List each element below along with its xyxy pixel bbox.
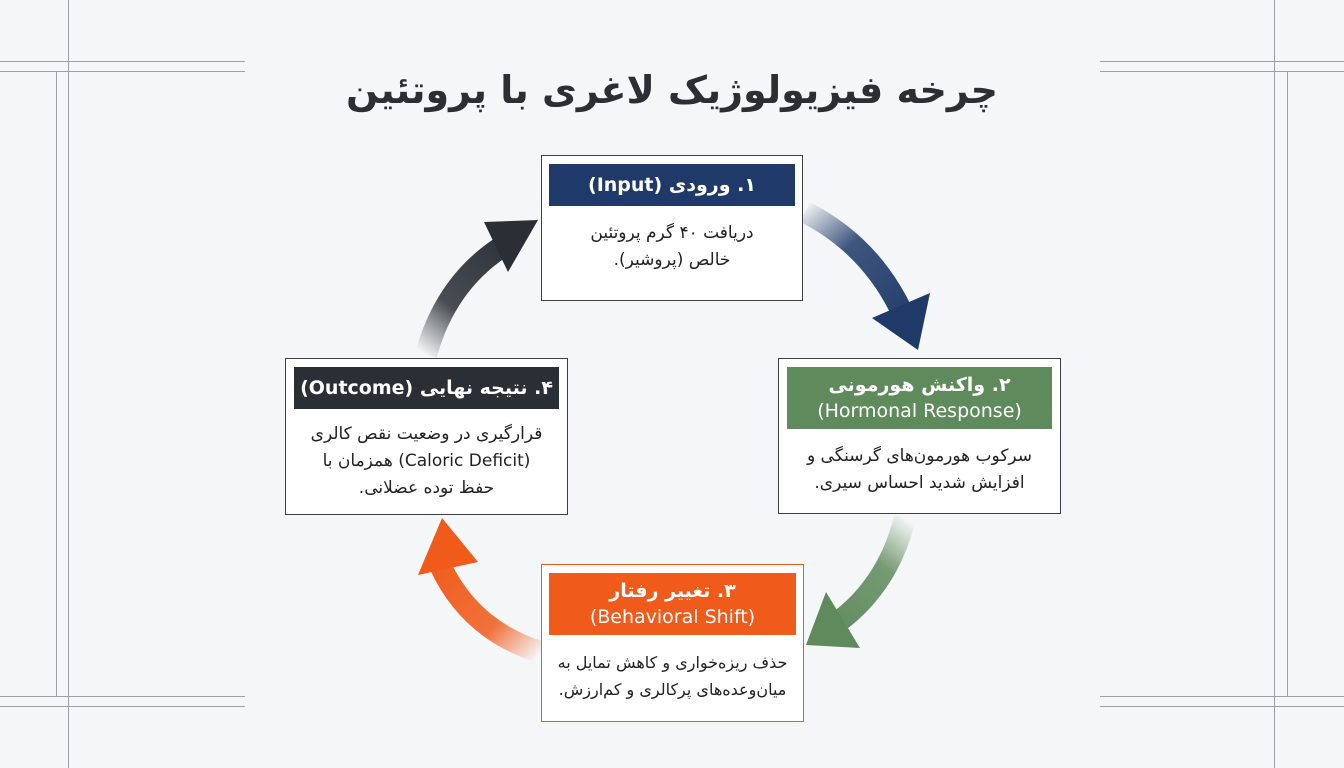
step-input-card: ۱. ورودی (Input) دریافت ۴۰ گرم پروتئین خ… — [541, 155, 803, 301]
frame-line-bottom-left-2 — [0, 706, 245, 707]
step-behavioral-body-line-1: حذف ریزه‌خواری و کاهش تمایل به — [557, 653, 788, 672]
step-behavioral-header: ۳. تغییر رفتار (Behavioral Shift) — [549, 573, 796, 635]
frame-line-top-right-2 — [1100, 71, 1344, 72]
step-hormonal-body: سرکوب هورمون‌های گرسنگی و افزایش شدید اح… — [779, 443, 1060, 497]
step-outcome-body-line-1: قرارگیری در وضعیت نقص کالری — [310, 424, 543, 444]
step-input-title: ۱. ورودی (Input) — [588, 174, 756, 196]
step-hormonal-body-line-1: سرکوب هورمون‌های گرسنگی و — [806, 446, 1033, 466]
arrow-behavioral-to-outcome — [418, 518, 544, 663]
frame-line-left-vertical — [68, 0, 69, 768]
frame-line-bottom-right — [1100, 696, 1344, 697]
frame-line-right-vertical — [1274, 0, 1275, 768]
step-input-header: ۱. ورودی (Input) — [549, 164, 795, 206]
step-outcome-header: ۴. نتیجه نهایی (Outcome) — [294, 367, 559, 409]
step-behavioral-card: ۳. تغییر رفتار (Behavioral Shift) حذف ری… — [541, 564, 804, 722]
step-outcome-body-line-3: حفظ توده عضلانی. — [358, 478, 495, 498]
frame-line-left-vertical-2 — [56, 71, 57, 696]
step-input-body-line-2: خالص (پروشیر). — [613, 250, 731, 270]
step-hormonal-header: ۲. واکنش هورمونی (Hormonal Response) — [787, 367, 1052, 429]
step-hormonal-title: ۲. واکنش هورمونی — [828, 374, 1011, 396]
step-hormonal-subtitle: (Hormonal Response) — [817, 400, 1022, 422]
step-behavioral-subtitle: (Behavioral Shift) — [589, 606, 756, 628]
frame-line-bottom-left — [0, 696, 245, 697]
step-hormonal-card: ۲. واکنش هورمونی (Hormonal Response) سرک… — [778, 358, 1061, 514]
step-hormonal-body-line-2: افزایش شدید احساس سیری. — [814, 473, 1025, 493]
step-behavioral-body: حذف ریزه‌خواری و کاهش تمایل به میان‌وعده… — [542, 649, 803, 703]
frame-line-bottom-right-2 — [1100, 706, 1344, 707]
frame-line-top-right — [1100, 61, 1344, 62]
step-input-body-line-1: دریافت ۴۰ گرم پروتئین — [590, 223, 754, 243]
step-outcome-body-line-2: (Caloric Deficit) همزمان با — [322, 451, 531, 471]
frame-line-top-left-2 — [0, 71, 245, 72]
step-behavioral-title: ۳. تغییر رفتار — [609, 580, 736, 602]
frame-line-right-vertical-2 — [1287, 71, 1288, 696]
step-input-body: دریافت ۴۰ گرم پروتئین خالص (پروشیر). — [542, 220, 802, 274]
arrow-outcome-to-input — [415, 220, 538, 359]
arrow-input-to-hormonal — [799, 202, 930, 350]
frame-line-top-left — [0, 61, 245, 62]
page-title: چرخه فیزیولوژیک لاغری با پروتئین — [346, 68, 998, 112]
step-behavioral-body-line-2: میان‌وعده‌های پرکالری و کم‌ارزش. — [558, 680, 787, 699]
step-outcome-card: ۴. نتیجه نهایی (Outcome) قرارگیری در وضع… — [285, 358, 568, 515]
step-outcome-body: قرارگیری در وضعیت نقص کالری (Caloric Def… — [286, 421, 567, 502]
step-outcome-title: ۴. نتیجه نهایی (Outcome) — [300, 377, 553, 399]
arrow-hormonal-to-behavioral — [806, 515, 916, 648]
